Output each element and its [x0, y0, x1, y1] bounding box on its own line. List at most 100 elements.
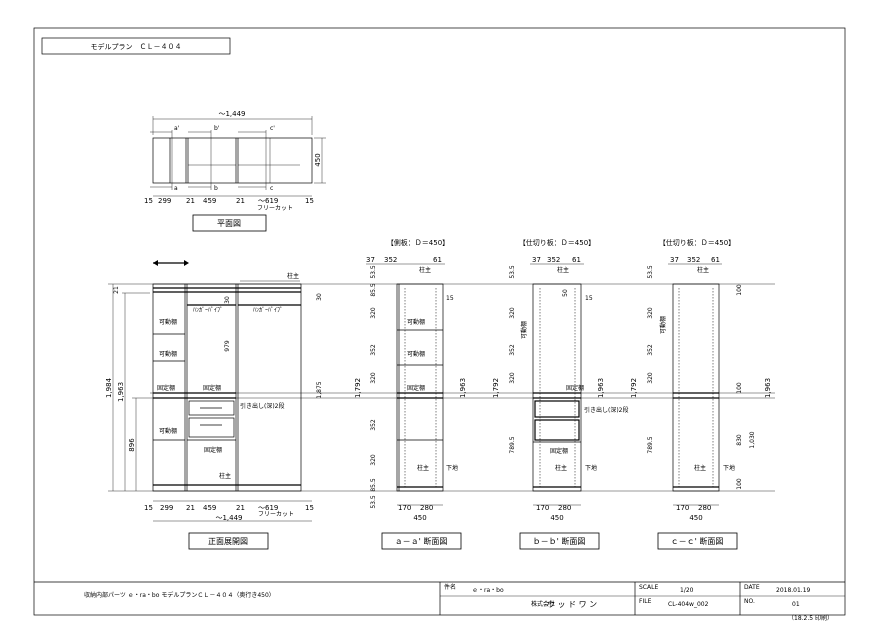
section-b-left-total: 1,792 — [492, 378, 500, 398]
section-a-left-total: 1,792 — [354, 378, 362, 398]
section-b-label: ｂ－ｂ' 断面図 — [533, 536, 586, 546]
title-block-company-label: 株式会社 — [531, 600, 555, 608]
section-a-note-2: 固定棚 — [407, 384, 425, 392]
section-b-right-0: 15 — [585, 295, 593, 302]
section-c-top-2: 61 — [711, 256, 720, 264]
section-a-bot-1: 280 — [420, 504, 433, 512]
section-c-top-1: 352 — [687, 256, 700, 264]
section-c-right-total: 1,963 — [764, 378, 772, 398]
title-block-company: ウ ッ ド ワ ン — [547, 600, 597, 609]
front-mid-dim-1: 979 — [224, 340, 231, 352]
front-w1: 299 — [160, 504, 173, 512]
plan-w5: ～619 — [258, 197, 278, 205]
plan-w6: 15 — [305, 197, 314, 205]
section-c-right-4: 100 — [736, 478, 743, 490]
section-b-header: 【仕切り板：Ｄ＝450】 — [519, 238, 595, 247]
section-a-note-5: 下地 — [446, 464, 458, 472]
front-hanger-right: ﾊﾝｶﾞｰﾊﾟｲﾌﾟ — [253, 307, 283, 314]
section-c: 【仕切り板：Ｄ＝450】 37 352 61 柱主 可動棚 柱主 下地 53.5… — [630, 238, 772, 550]
section-b-right-1: 50 — [562, 289, 569, 297]
section-a: 【側板：Ｄ＝450】 37 352 61 柱主 可動棚 固定棚 可動棚 柱主 下… — [354, 238, 467, 550]
section-c-top-0: 37 — [670, 256, 679, 264]
section-b-note-1: 可動棚 — [520, 321, 528, 339]
title-block-name: ｅ・ra・bo — [472, 587, 504, 594]
front-height-inner: 1,963 — [117, 382, 125, 402]
section-c-note-1: 可動棚 — [659, 316, 667, 334]
section-a-top-2: 61 — [433, 256, 442, 264]
title-block-file: CL-404w_002 — [668, 601, 709, 608]
section-c-left-total: 1,792 — [630, 378, 638, 398]
title-block-scale: 1/20 — [680, 587, 694, 594]
plan-w4: 21 — [236, 197, 245, 205]
section-c-right-2: 830 — [736, 434, 743, 446]
section-b-dim-4: 352 — [509, 344, 516, 356]
title-block-date: 2018.01.19 — [776, 587, 811, 594]
section-b-dim-0: 53.5 — [509, 265, 516, 279]
section-c-bot-0: 170 — [676, 504, 689, 512]
plan-overall-dim: ～1,449 — [218, 110, 245, 118]
plan-w1: 299 — [158, 197, 171, 205]
plan-w0: 15 — [144, 197, 153, 205]
section-a-dim-9: 352 — [370, 419, 377, 431]
sheet-border — [33, 27, 846, 616]
section-b-note-0: 柱主 — [557, 266, 569, 274]
front-height-lower: 896 — [128, 438, 136, 452]
section-a-note-1: 可動棚 — [407, 318, 425, 326]
front-w5: ～619 — [258, 504, 278, 512]
front-drawer-label: 引き出し(深)2段 — [240, 402, 285, 410]
section-c-dim-6: 320 — [647, 372, 654, 384]
section-b: 【仕切り板：Ｄ＝450】 37 352 61 柱主 可動棚 固定棚 引き出し(深… — [492, 238, 629, 550]
section-a-note-3: 可動棚 — [407, 350, 425, 358]
section-b-bot-1: 280 — [558, 504, 571, 512]
title-block-product: 収納内部パーツ ｅ・ra・bo モデルプランＣＬ－４０４（奥行き450） — [84, 591, 275, 599]
section-a-note-4: 柱主 — [417, 464, 429, 472]
section-b-bot-0: 170 — [536, 504, 549, 512]
section-b-note-5: 柱主 — [555, 464, 567, 472]
plan-label: 平面図 — [217, 219, 241, 228]
section-a-right-total: 1,963 — [459, 378, 467, 398]
section-a-dim-1: 85.5 — [370, 283, 377, 297]
front-w0: 15 — [144, 504, 153, 512]
section-c-header: 【仕切り板：Ｄ＝450】 — [659, 238, 735, 247]
section-c-note-0: 柱主 — [697, 266, 709, 274]
front-w2: 21 — [186, 504, 195, 512]
front-w4: 21 — [236, 504, 245, 512]
title-block-scale-label: SCALE — [639, 584, 658, 591]
section-b-note-6: 下地 — [585, 464, 597, 472]
front-overall-dim: ～1,449 — [215, 514, 242, 522]
title-box — [41, 37, 231, 55]
front-post-bottom: 柱主 — [219, 472, 231, 480]
section-c-bot-1: 280 — [698, 504, 711, 512]
plan-mark-a2: a — [174, 185, 178, 192]
section-c-right-3: 1,030 — [749, 431, 756, 448]
section-b-top-0: 37 — [532, 256, 541, 264]
front-adjustable-2: 可動棚 — [159, 350, 177, 358]
front-height-total: 1,984 — [105, 377, 113, 398]
section-a-dim-7: 320 — [370, 372, 377, 384]
front-free-cut: フリーカット — [258, 511, 294, 518]
plan-mark-b2: b — [214, 185, 218, 192]
front-fixed-1: 固定棚 — [157, 384, 175, 392]
section-a-dim-bot: 53.5 — [370, 495, 377, 509]
section-a-dim-top: 53.5 — [370, 265, 377, 279]
front-fixed-3: 固定棚 — [204, 446, 222, 454]
title-block-name-label: 件名 — [444, 583, 456, 591]
plan-mark-c2: c — [270, 185, 273, 192]
section-a-right-0: 15 — [446, 295, 454, 302]
section-c-dim-4: 352 — [647, 344, 654, 356]
section-b-note-3: 引き出し(深)2段 — [584, 406, 629, 414]
front-fixed-2: 固定棚 — [203, 384, 221, 392]
section-c-dim-0: 53.5 — [647, 265, 654, 279]
section-c-right-0: 100 — [736, 284, 743, 296]
front-w3: 459 — [203, 504, 216, 512]
plan-mark-b1: b' — [214, 125, 220, 132]
section-c-dim-2: 320 — [647, 307, 654, 319]
section-a-top-0: 37 — [366, 256, 375, 264]
front-adjustable-3: 可動棚 — [159, 427, 177, 435]
section-a-top-1: 352 — [384, 256, 397, 264]
section-a-bot-0: 170 — [398, 504, 411, 512]
front-post-label: 柱主 — [287, 272, 299, 280]
front-top-dim-1: 30 — [224, 296, 231, 304]
section-b-note-2: 固定棚 — [566, 384, 584, 392]
